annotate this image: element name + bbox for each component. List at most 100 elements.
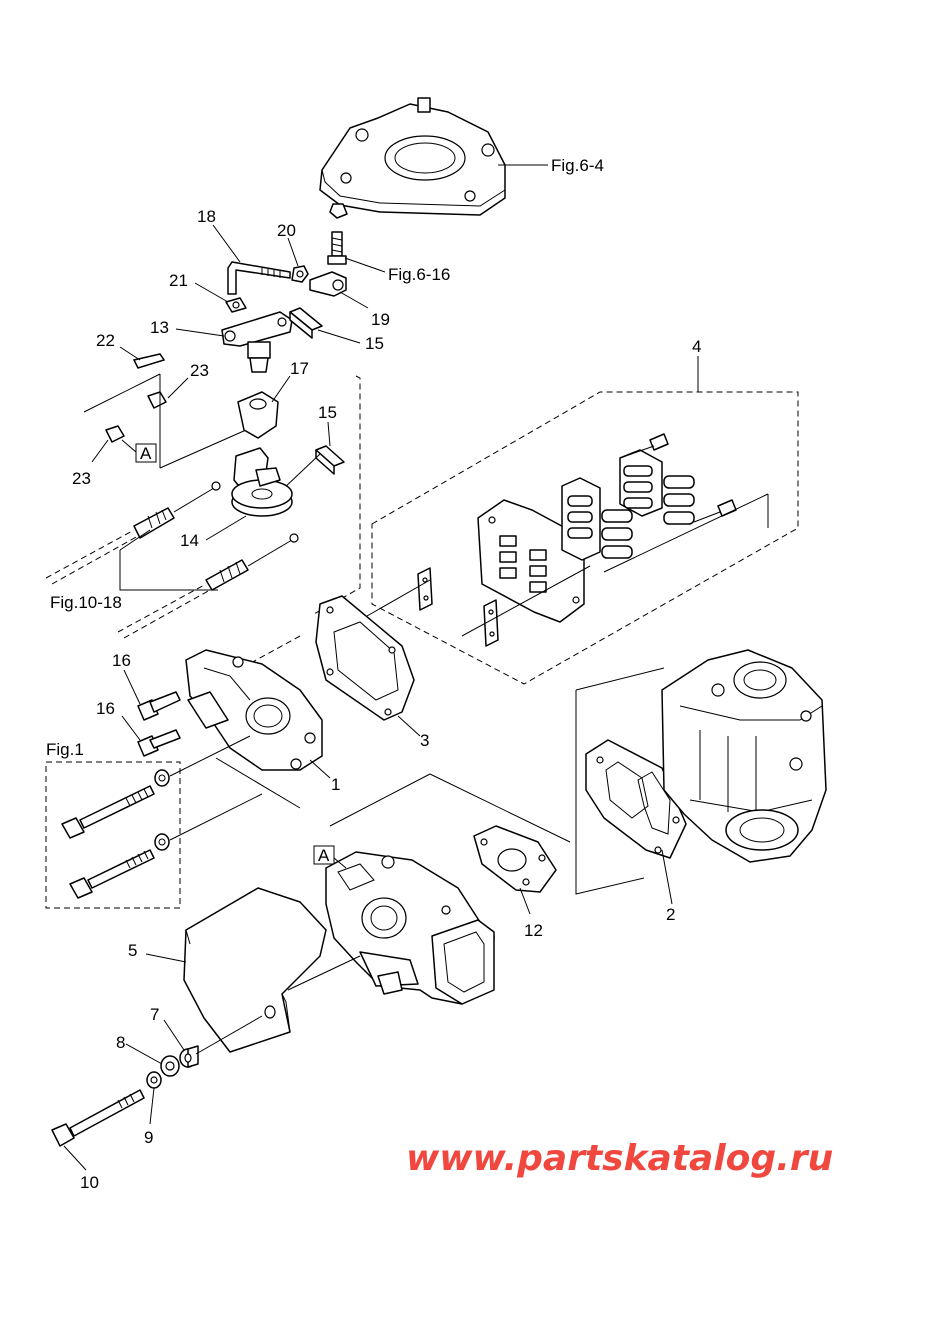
leader-5 [145,953,187,963]
reed-stopper-part-right [483,599,499,647]
callout-12: 12 [524,921,543,940]
leader-8 [125,1043,163,1065]
callout-18: 18 [197,207,216,226]
leader-16-lower [121,715,141,741]
leader-fig6-16 [344,257,386,273]
reed-petal-set-mid [601,509,633,559]
callout-fig6-16: Fig.6-16 [388,265,450,284]
reed-petal-set-right [619,449,695,525]
guide-silencer [287,955,361,991]
callout-7: 7 [150,1005,159,1024]
callout-fig6-4: Fig.6-4 [551,156,604,175]
leader-20 [287,237,299,267]
callout-23-lower: 23 [72,469,91,488]
callout-14: 14 [180,531,199,550]
mounting-plate-part [319,97,506,219]
leader-23-upper [167,377,189,399]
callout-13: 13 [150,318,169,337]
leader-19 [339,291,369,309]
leader-2 [661,849,673,905]
guide-reed-right [603,493,769,573]
reed-stopper-part-left [417,567,433,611]
callout-4: 4 [692,337,701,356]
leader-14 [205,515,247,541]
carburetor-part [325,851,495,1005]
cylinder-gasket-part [585,739,687,859]
cylinder-block-part [661,649,827,863]
leader-9 [149,1087,155,1125]
leader-23-link [83,373,161,413]
ball-joint-part [309,271,347,297]
bolt-part-16-lower [137,729,181,757]
callout-23-upper: 23 [190,361,209,380]
watermark-text: www.partskatalog.ru [406,1138,833,1179]
mounting-bolt-part-lower [69,833,170,899]
guide-block-box [575,667,665,895]
callout-19: 19 [371,310,390,329]
leader-fig10-18 [119,550,218,591]
leader-16-upper [123,669,141,705]
callout-fig10-18: Fig.10-18 [50,593,122,612]
leader-15-top [317,329,361,344]
reed-petal-set-left [561,477,601,561]
reed-plate-part [477,499,585,623]
guide-reed-left [359,579,431,621]
leader-23-lower [91,439,109,463]
collar-part-7 [179,1045,199,1068]
leader-3 [397,715,421,737]
carburetor-gasket-part [473,825,557,893]
callout-21: 21 [169,271,188,290]
reference-box-a-lower [313,845,335,865]
leader-10 [63,1145,87,1171]
leader-18 [212,224,241,263]
collar-part-upper [147,391,167,409]
collar-part-lower [105,425,125,443]
link-rod-part [227,261,291,295]
guide-fig1-upper [169,735,251,777]
callout-20: 20 [277,221,296,240]
callout-3: 3 [420,731,429,750]
reed-screw-part-right [693,499,737,523]
bolt-part-16-upper [137,691,181,721]
leader-17 [271,375,291,403]
callout-1: 1 [331,775,340,794]
wire-clip-part [132,353,166,369]
leader-12 [519,887,531,915]
intake-manifold-part [185,649,323,771]
reed-screw-part-top [619,433,669,459]
leader-box-a [121,439,137,453]
leader-box-a-lower [333,857,347,869]
callout-17: 17 [290,359,309,378]
callout-15-top: 15 [365,334,384,353]
reference-a-upper: A [140,444,152,463]
callout-9: 9 [144,1128,153,1147]
leader-21 [194,282,229,303]
washer-part-9 [146,1071,162,1089]
cable-pulley-part [231,447,293,517]
callout-16-lower: 16 [96,699,115,718]
leader-15-mid [327,421,331,447]
mounting-bolt-part-upper [61,769,170,839]
callout-5: 5 [128,941,137,960]
leader-fig10-18-b [119,529,151,551]
guide-bolt-10 [195,1015,263,1055]
leader-13 [175,328,225,337]
bolt-part-10 [51,1089,145,1147]
callout-16-upper: 16 [112,651,131,670]
guide-reed-mid [461,565,591,637]
washer-part-8 [160,1055,180,1077]
guide-manifold-2 [329,773,431,827]
reference-a-lower: A [318,846,330,865]
bracket-part-mid [281,445,345,491]
guide-manifold [215,757,301,809]
fig1-reference-box [45,761,181,909]
reed-valve-assembly-box [371,391,799,685]
intake-gasket-part [315,595,415,721]
guide-manifold-3 [429,773,571,843]
leader-22 [119,346,141,361]
callout-2: 2 [666,905,675,924]
leader-7 [163,1019,185,1051]
leader-a-link [159,429,247,469]
guide-fig1-lower [169,793,263,841]
